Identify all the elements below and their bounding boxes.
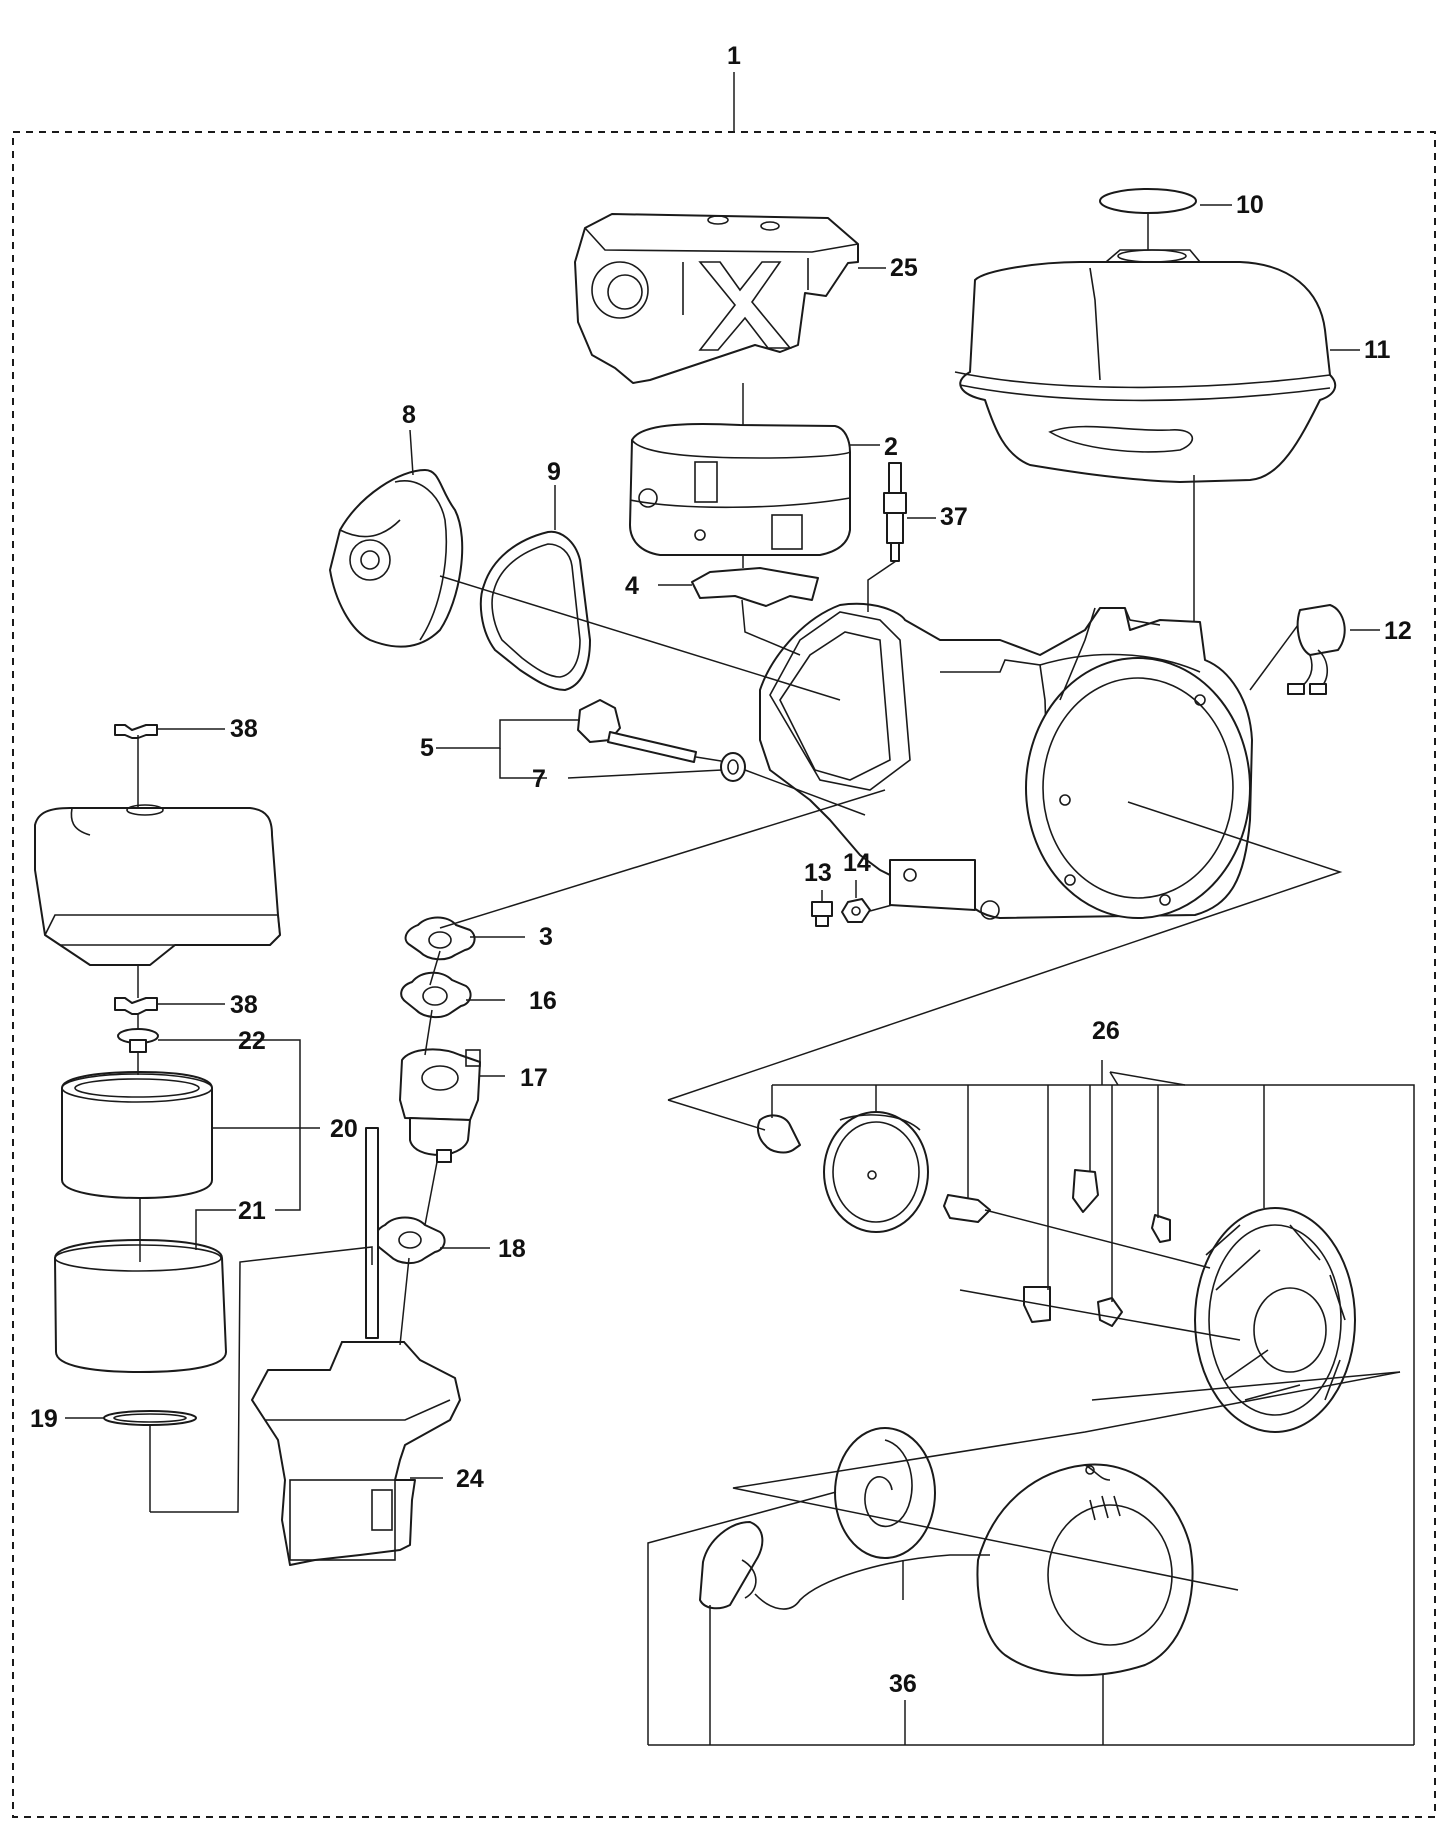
muffler-guard-part <box>574 213 859 384</box>
callout-5: 5 <box>420 734 434 762</box>
callout-9: 9 <box>547 458 561 486</box>
callout-14: 14 <box>843 849 871 877</box>
air-cleaner-base-part <box>251 1127 461 1566</box>
engine-block-part <box>759 602 1253 920</box>
bolt-part <box>811 901 833 927</box>
muffler-gasket-part <box>691 567 819 607</box>
wing-bolt-part-lower <box>114 997 158 1015</box>
spark-plug-part <box>883 462 907 562</box>
seal-ring-part <box>103 1410 197 1426</box>
air-filter-element-part <box>61 1071 213 1199</box>
gasket-part-3 <box>404 916 476 961</box>
air-cleaner-cover-part <box>34 804 281 966</box>
callout-3: 3 <box>539 923 553 951</box>
callout-16: 16 <box>529 987 557 1015</box>
callout-36: 36 <box>889 1670 917 1698</box>
callout-13: 13 <box>804 859 832 887</box>
callout-20: 20 <box>330 1115 358 1143</box>
callout-24: 24 <box>456 1465 484 1493</box>
callout-7: 7 <box>532 765 546 793</box>
callout-38-upper: 38 <box>230 715 258 743</box>
oil-dipstick-part <box>577 699 697 763</box>
pre-filter-part <box>54 1239 227 1373</box>
carburetor-part <box>399 1048 481 1163</box>
wing-nut-part <box>117 1028 159 1053</box>
insulator-part <box>400 971 472 1018</box>
o-ring-part <box>720 752 746 782</box>
muffler-part <box>629 422 851 556</box>
starter-cup-assembly-part <box>756 1111 1356 1433</box>
nut-part <box>841 898 871 923</box>
oil-sensor-part <box>1287 604 1346 695</box>
callout-37: 37 <box>940 503 968 531</box>
callout-2: 2 <box>884 433 898 461</box>
callout-26: 26 <box>1092 1017 1120 1045</box>
callout-38-lower: 38 <box>230 991 258 1019</box>
fuel-cap-part <box>1099 188 1197 214</box>
callout-21: 21 <box>238 1197 266 1225</box>
callout-4: 4 <box>625 572 639 600</box>
callout-11: 11 <box>1364 336 1391 364</box>
callout-19: 19 <box>30 1405 58 1433</box>
callout-18: 18 <box>498 1235 526 1263</box>
callout-1: 1 <box>727 42 741 70</box>
recoil-starter-assembly-part <box>699 1427 1194 1677</box>
callout-25: 25 <box>890 254 918 282</box>
callout-22: 22 <box>238 1027 266 1055</box>
callout-10: 10 <box>1236 191 1264 219</box>
callout-8: 8 <box>402 401 416 429</box>
valve-cover-part <box>329 469 464 648</box>
callout-17: 17 <box>520 1064 548 1092</box>
gasket-part-18 <box>374 1216 446 1264</box>
fuel-tank-part <box>954 249 1337 483</box>
wing-bolt-part-upper <box>114 724 158 739</box>
callout-12: 12 <box>1384 617 1412 645</box>
assembly-frame <box>12 131 1436 1818</box>
valve-cover-gasket-part <box>479 530 591 691</box>
